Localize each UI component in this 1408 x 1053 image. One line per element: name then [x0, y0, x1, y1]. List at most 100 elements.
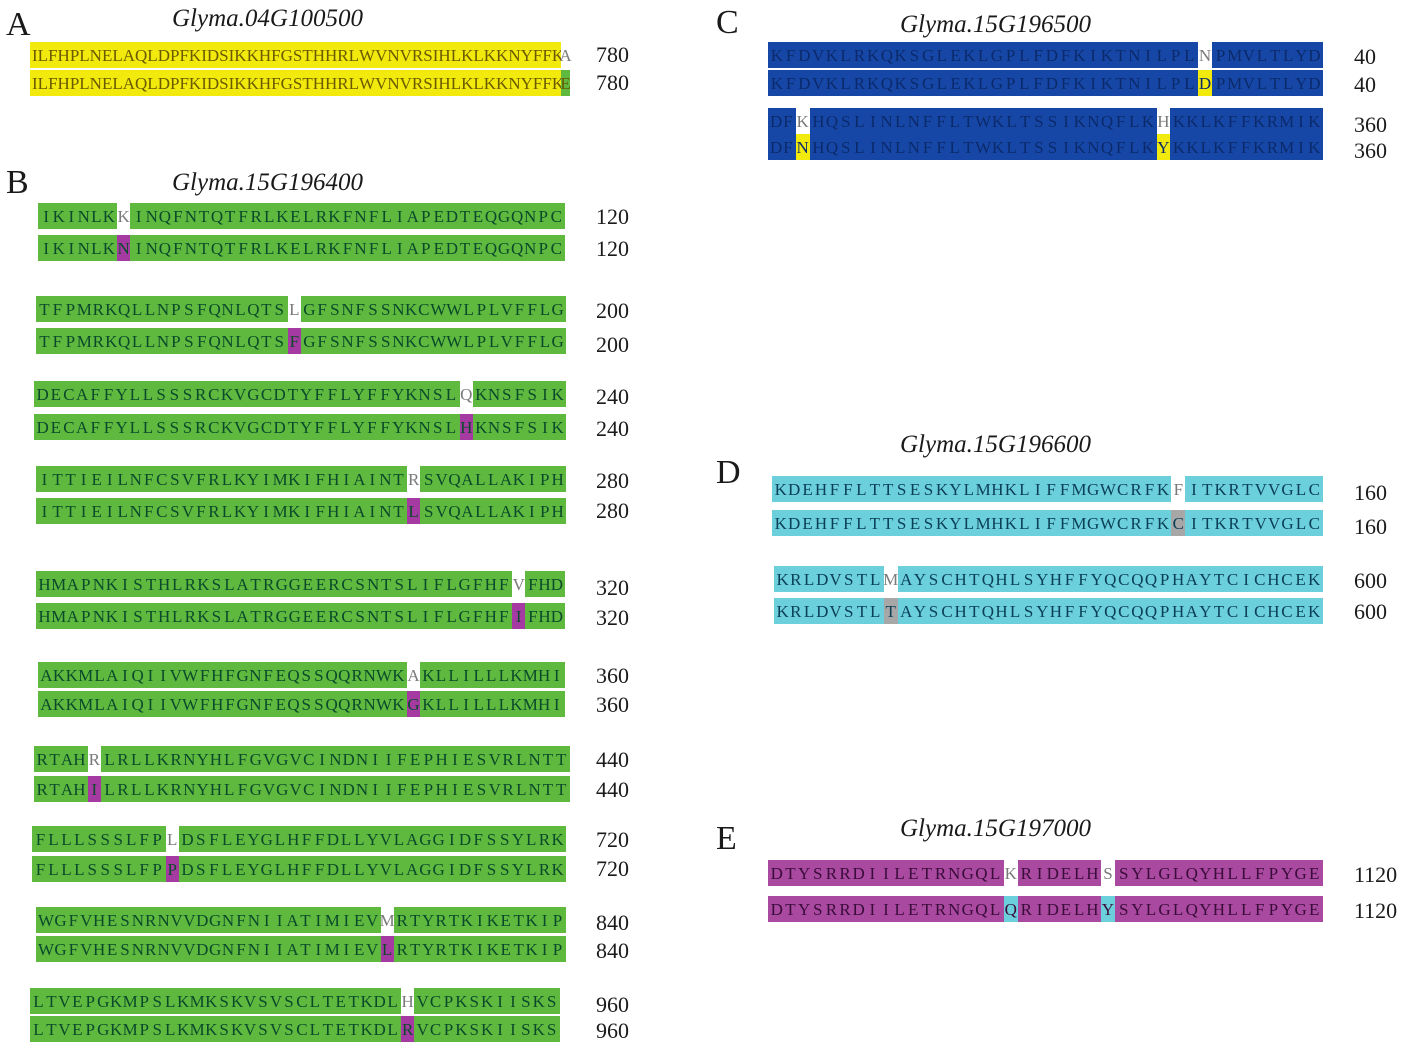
residue: Y: [1131, 899, 1144, 919]
residue: F: [473, 859, 483, 879]
residue: I: [201, 73, 207, 93]
residue: K: [551, 417, 564, 437]
residue: V: [811, 73, 825, 93]
residue: T: [1115, 45, 1126, 65]
residue: K: [525, 910, 538, 930]
residue: L: [1240, 863, 1252, 883]
residue: N: [92, 606, 105, 626]
residue: C: [1226, 601, 1239, 621]
residue: L: [473, 694, 484, 714]
residue: K: [276, 238, 289, 258]
residue: I: [304, 469, 311, 489]
residue: F: [397, 779, 407, 799]
residue: N: [129, 501, 142, 521]
residue: P: [538, 206, 548, 226]
position-label: 1120: [1354, 862, 1398, 887]
variant-residue: D: [1198, 70, 1212, 96]
residue: R: [36, 779, 48, 799]
residue: L: [1019, 513, 1030, 533]
residue: F: [380, 384, 390, 404]
residue: H: [438, 45, 451, 65]
residue: P: [171, 331, 181, 351]
residue: M: [522, 694, 538, 714]
residue: K: [1073, 45, 1086, 65]
residue: H: [258, 73, 272, 93]
residue: K: [1252, 111, 1266, 131]
residue: F: [342, 238, 353, 258]
residue: I: [510, 1019, 516, 1039]
residue: E: [433, 238, 445, 258]
residue: T: [300, 910, 311, 930]
residue: H: [1086, 863, 1099, 883]
residue: E: [315, 606, 327, 626]
residue: T: [869, 479, 880, 499]
residue: F: [367, 417, 377, 437]
variant-residue: F: [287, 328, 301, 354]
residue: N: [77, 238, 90, 258]
residue: M: [272, 469, 288, 489]
residue: Y: [392, 417, 405, 437]
residue: R: [117, 779, 129, 799]
residue: G: [97, 991, 110, 1011]
residue: Q: [981, 601, 995, 621]
residue: G: [961, 899, 974, 919]
residue: L: [488, 331, 500, 351]
residue: K: [65, 694, 78, 714]
residue: S: [133, 574, 143, 594]
residue: V: [365, 939, 379, 959]
residue: P: [1159, 569, 1170, 589]
residue: K: [455, 991, 468, 1011]
residue: K: [205, 1019, 218, 1039]
panel-letter: B: [6, 164, 29, 201]
residue: E: [1309, 863, 1320, 883]
residue: P: [69, 45, 80, 65]
residue: G: [54, 910, 67, 930]
residue: P: [65, 299, 76, 319]
residue: K: [230, 1019, 244, 1039]
residue: R: [145, 939, 157, 959]
residue: P: [152, 859, 162, 879]
residue: D: [458, 859, 472, 879]
residue: T: [1242, 513, 1253, 533]
residue: S: [152, 991, 162, 1011]
residue: I: [147, 665, 154, 685]
residue: L: [74, 829, 85, 849]
residue: L: [1009, 601, 1021, 621]
residue: L: [1184, 45, 1195, 65]
residue: K: [1307, 569, 1321, 589]
residue: K: [460, 910, 474, 930]
residue: T: [1115, 73, 1126, 93]
residue: K: [496, 45, 509, 65]
residue: A: [406, 859, 419, 879]
residue: T: [65, 501, 76, 521]
residue: H: [995, 601, 1008, 621]
residue: H: [325, 73, 338, 93]
residue: A: [60, 779, 74, 799]
residue: I: [477, 910, 483, 930]
residue: F: [527, 299, 537, 319]
residue: V: [58, 1019, 71, 1039]
residue: L: [1295, 479, 1307, 499]
residue: T: [459, 238, 471, 258]
residue: N: [487, 384, 501, 404]
residue: H: [954, 569, 967, 589]
residue: P: [423, 749, 434, 769]
residue: L: [854, 137, 865, 157]
residue: T: [65, 469, 76, 489]
residue: K: [404, 331, 418, 351]
residue: L: [235, 331, 246, 351]
residue: K: [105, 299, 118, 319]
residue: P: [1215, 45, 1226, 65]
residue: K: [405, 417, 418, 437]
residue: L: [1156, 73, 1168, 93]
residue: F: [368, 238, 379, 258]
gene-title: Glyma.15G196500: [900, 11, 1091, 38]
residue: G: [921, 73, 935, 93]
residue: N: [367, 574, 380, 594]
